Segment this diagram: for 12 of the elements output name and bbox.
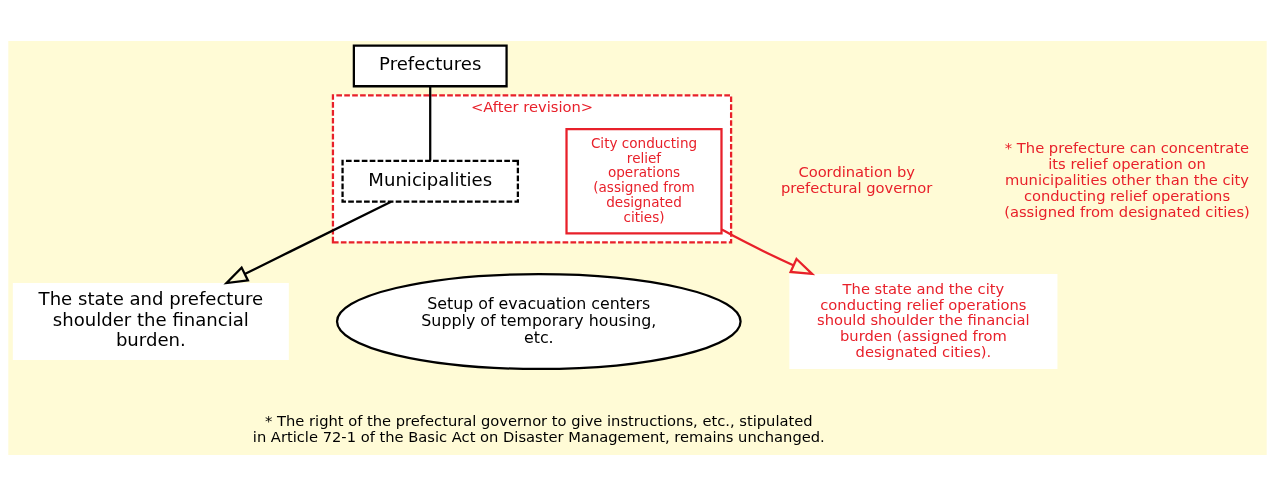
node-box: The state and prefecture shoulder the financial burden. [12, 282, 289, 360]
arrow [721, 228, 816, 275]
node-box: The state and the city conducting relief operations should shoulder the financial burden (assigned from designated cities). [789, 273, 1058, 369]
arrow [223, 200, 392, 285]
node-box: Municipalities [341, 159, 519, 203]
node-ellipse: Setup of evacuation centers Supply of temporary housing, etc. [335, 272, 742, 370]
node-box: Prefectures [352, 43, 508, 87]
label: Coordination by prefectural governor [780, 162, 933, 196]
label: * The prefecture can concentrate its relief operation on municipalities other than the city conducting relief operations (assigned from designated cities) [1004, 138, 1250, 220]
connector [429, 86, 432, 161]
label: * The right of the prefectural governor to give instructions, etc., stipulated in Article 72-1 of the Basic Act on Disaster Management, remains unchanged. [252, 411, 825, 445]
node-box: City conducting relief operations (assigned from designated cities) [565, 127, 723, 234]
